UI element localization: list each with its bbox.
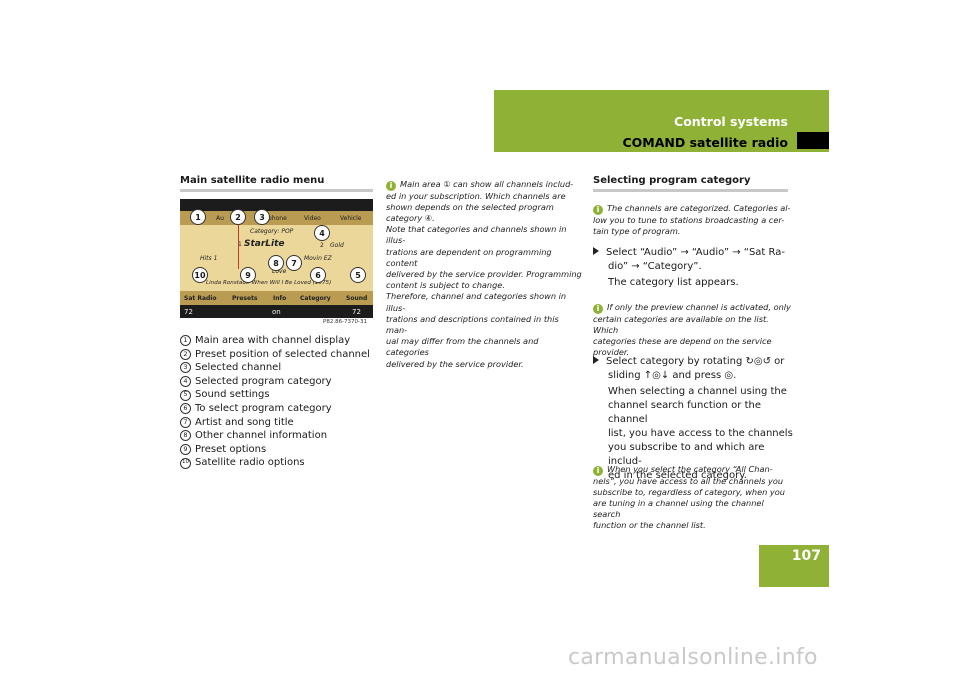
heading-rule [180,189,373,192]
info-icon: i [593,465,603,476]
main-menu-heading: Main satellite radio menu [180,175,325,186]
category-heading: Selecting program category [593,175,751,186]
info-icon: i [386,180,396,191]
info-icon: i [593,204,603,215]
rotate-step: Select category by rotating ↻◎↺ or slidi… [593,355,793,483]
header-band [494,90,829,152]
subsection-title: COMAND satellite radio [622,135,788,150]
watermark: carmanualsonline.info [568,645,818,670]
heading-rule [593,189,788,192]
info-icon: i [593,303,603,314]
step-arrow-icon [593,247,599,255]
select-category-step: Select “Audio” → “Audio” → “Sat Ra- dio”… [593,246,793,290]
page-number-box: 107 [759,545,829,587]
page-number: 107 [791,548,821,564]
header-marker [797,132,829,149]
step-arrow-icon [593,356,599,364]
radio-screenshot: Au phone Video Vehicle Category: POP 1 S… [180,199,373,318]
section-title: Control systems [674,114,788,129]
figure-caption: P82.86-7370-31 [323,319,368,325]
